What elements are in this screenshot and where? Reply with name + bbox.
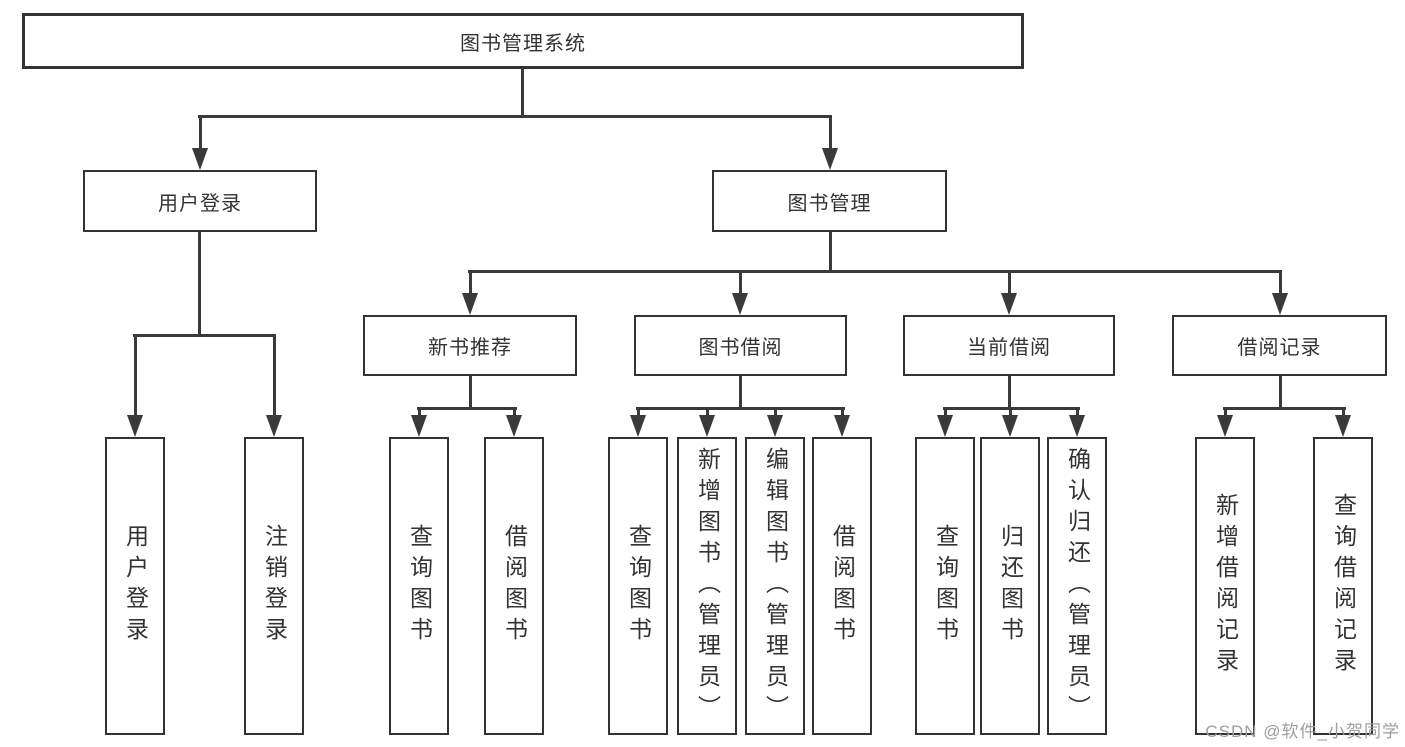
connector-level2-branch [198, 115, 832, 118]
node-label: 用户登录 [122, 524, 149, 648]
connector-drop [469, 375, 472, 409]
connector-stem [1342, 407, 1345, 417]
connector-stem [1279, 270, 1282, 295]
connector-drop [1008, 375, 1011, 409]
node-user-login: 用户登录 [83, 170, 317, 232]
arrowhead-icon [192, 148, 208, 170]
connector-stem [637, 407, 640, 417]
node-label: 新增图书（管理员） [694, 446, 721, 726]
arrowhead-icon [462, 293, 478, 315]
connector-stem [513, 407, 516, 417]
arrowhead-icon [630, 415, 646, 437]
node-new-book-recommendation: 新书推荐 [363, 315, 577, 376]
node-label: 新书推荐 [428, 337, 512, 359]
node-label: 图书借阅 [698, 337, 783, 359]
node-label: 查询图书 [932, 524, 959, 648]
node-label: 新增借阅记录 [1212, 493, 1239, 679]
node-book-management: 图书管理 [712, 170, 947, 232]
node-label: 借阅图书 [829, 524, 856, 648]
arrowhead-icon [127, 415, 143, 437]
connector-root-drop [521, 68, 524, 117]
connector-login-drop [198, 231, 201, 337]
node-leaf-confirm-return-admin: 确认归还（管理员） [1047, 437, 1107, 735]
node-leaf-borrow-books-recommend: 借阅图书 [484, 437, 544, 735]
connector-stem [706, 407, 709, 417]
node-label: 图书管理系统 [460, 32, 586, 55]
connector-branch [636, 407, 845, 410]
arrowhead-icon [767, 415, 783, 437]
connector-drop [739, 375, 742, 409]
node-label: 借阅图书 [501, 524, 528, 648]
arrowhead-icon [732, 293, 748, 315]
node-label: 查询借阅记录 [1330, 493, 1357, 679]
connector-stem [944, 407, 947, 417]
node-leaf-borrow-books-borrowing: 借阅图书 [812, 437, 872, 735]
node-label: 注销登录 [261, 524, 288, 648]
arrowhead-icon [266, 415, 282, 437]
node-leaf-query-books-recommend: 查询图书 [389, 437, 449, 735]
connector-branch [1223, 407, 1346, 410]
node-leaf-logout: 注销登录 [244, 437, 304, 735]
arrowhead-icon [506, 415, 522, 437]
connector-mgmt-drop [829, 231, 832, 272]
arrowhead-icon [411, 415, 427, 437]
connector-level3-branch [468, 270, 1282, 273]
connector-stem [829, 115, 832, 150]
node-label: 确认归还（管理员） [1064, 446, 1091, 726]
node-label: 借阅记录 [1237, 337, 1322, 359]
node-book-borrowing: 图书借阅 [634, 315, 847, 376]
connector-branch [417, 407, 517, 410]
arrowhead-icon [937, 415, 953, 437]
node-leaf-add-borrow-record: 新增借阅记录 [1195, 437, 1255, 735]
connector-stem [1008, 270, 1011, 295]
connector-stem [469, 270, 472, 295]
node-label: 查询图书 [625, 524, 652, 648]
node-leaf-query-books-current: 查询图书 [915, 437, 975, 735]
node-leaf-user-login: 用户登录 [105, 437, 165, 735]
node-leaf-add-books-admin: 新增图书（管理员） [677, 437, 737, 735]
connector-stem [418, 407, 421, 417]
node-label: 查询图书 [406, 524, 433, 648]
arrowhead-icon [1217, 415, 1233, 437]
node-leaf-query-borrow-record: 查询借阅记录 [1313, 437, 1373, 735]
arrowhead-icon [822, 148, 838, 170]
node-label: 编辑图书（管理员） [762, 446, 789, 726]
arrowhead-icon [1002, 415, 1018, 437]
arrowhead-icon [699, 415, 715, 437]
connector-stem [774, 407, 777, 417]
arrowhead-icon [834, 415, 850, 437]
connector-stem [1224, 407, 1227, 417]
connector-login-branch [133, 334, 276, 337]
arrowhead-icon [1001, 293, 1017, 315]
connector-stem [1009, 407, 1012, 417]
node-current-borrowing: 当前借阅 [903, 315, 1115, 376]
connector-stem [739, 270, 742, 295]
connector-stem [1076, 407, 1079, 417]
csdn-watermark: CSDN @软件_小贺同学 [1205, 722, 1400, 741]
node-borrowing-records: 借阅记录 [1172, 315, 1387, 376]
node-label: 用户登录 [158, 192, 242, 215]
node-leaf-return-books: 归还图书 [980, 437, 1040, 735]
node-label: 归还图书 [997, 524, 1024, 648]
connector-stem [199, 115, 202, 150]
arrowhead-icon [1272, 293, 1288, 315]
arrowhead-icon [1335, 415, 1351, 437]
node-root-library-system: 图书管理系统 [22, 13, 1024, 69]
node-label: 当前借阅 [967, 337, 1051, 359]
connector-drop [1279, 375, 1282, 409]
node-leaf-query-books-borrowing: 查询图书 [608, 437, 668, 735]
connector-stem [841, 407, 844, 417]
connector-stem [273, 335, 276, 417]
connector-stem [134, 335, 137, 417]
node-leaf-edit-books-admin: 编辑图书（管理员） [745, 437, 805, 735]
arrowhead-icon [1069, 415, 1085, 437]
node-label: 图书管理 [787, 192, 872, 215]
